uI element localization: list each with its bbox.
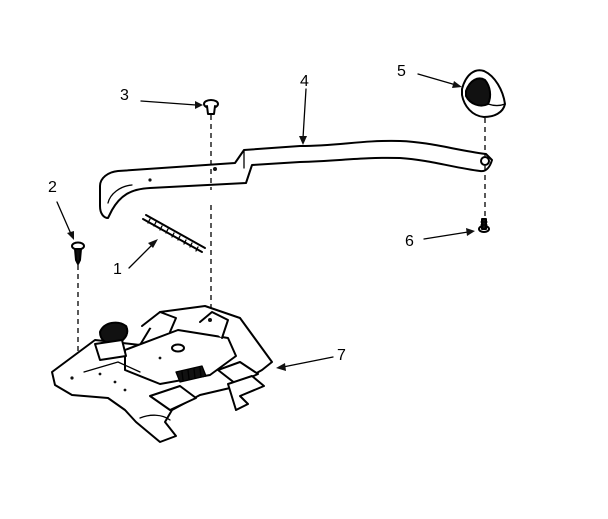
callout-5: 5: [397, 63, 406, 80]
rivet: [203, 99, 219, 115]
callout-7: 7: [337, 347, 346, 364]
callout-3: 3: [120, 87, 129, 104]
lever-arm: [99, 139, 493, 219]
screw-left: [71, 241, 85, 265]
callout-6: 6: [405, 233, 414, 250]
handle-knob: [461, 69, 506, 118]
latch-assembly: [51, 305, 273, 443]
spring: [142, 214, 206, 253]
callout-1: 1: [113, 261, 122, 278]
screw-right: [478, 218, 490, 233]
callout-2: 2: [48, 179, 57, 196]
callout-labels: 1 2 3 4 5 6 7: [48, 63, 414, 364]
leader-arrows: [56, 73, 475, 371]
callout-4: 4: [300, 73, 309, 90]
